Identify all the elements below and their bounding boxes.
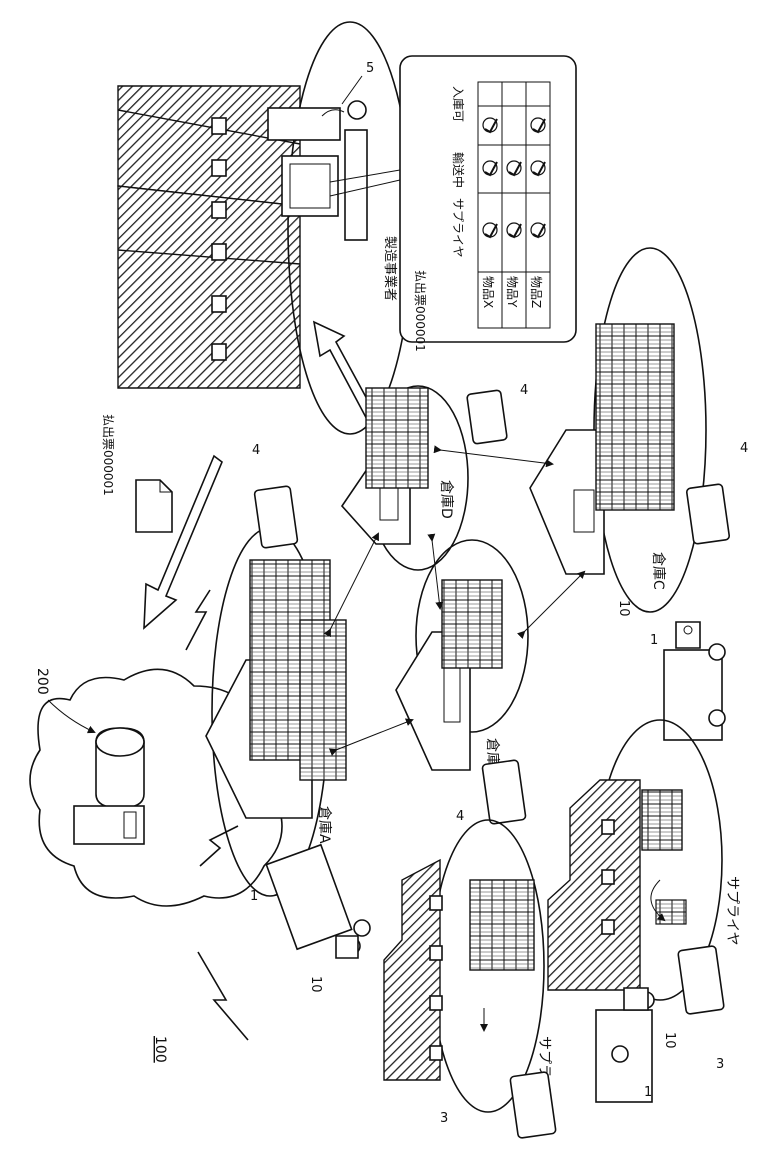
popup-slip-title: 払出票000001	[413, 270, 427, 352]
manufacturer-label: 製造事業者	[382, 236, 398, 301]
tablet-icon	[678, 946, 725, 1015]
supplier-right-tablet-ref: 3	[716, 1057, 724, 1072]
warehouse-d-tablet-ref: 4	[520, 383, 528, 398]
vehicle-bottom-ref: 1	[644, 1085, 652, 1100]
popup-header-in-transit: 輸送中	[451, 152, 466, 188]
supplier-right-label: サプライヤ	[724, 876, 740, 946]
device-right-ref: 10	[616, 600, 631, 617]
warehouse-c-tablet-ref: 4	[740, 441, 748, 456]
supplier-factory-left: サプライヤ	[384, 820, 552, 1112]
supplier-left-tablet-ref: 3	[440, 1111, 448, 1126]
popup-row-item-x: 物品X	[481, 276, 495, 308]
popup-header-receivable: 入庫可	[451, 86, 465, 122]
warehouse-c-label: 倉庫C	[650, 552, 667, 590]
warehouse-d-label: 倉庫D	[438, 480, 455, 519]
tablet-icon	[686, 484, 729, 544]
warehouse-a: 倉庫A	[206, 528, 346, 896]
popup-row-item-y: 物品Y	[505, 276, 519, 308]
wireless-link-icon	[186, 590, 210, 650]
popup-header-supplier: サプライヤ	[451, 198, 465, 258]
tablet-icon	[482, 760, 526, 824]
warehouse-b-tablet-ref: 4	[456, 809, 464, 824]
slip-document-icon	[136, 480, 172, 532]
vehicle-right-ref: 1	[650, 633, 658, 648]
tablet-icon	[254, 486, 298, 548]
warehouse-b: 倉庫B	[396, 540, 528, 776]
warehouse-a-label: 倉庫A	[316, 806, 333, 844]
delivery-vehicle-icon	[266, 845, 370, 958]
tablet-icon	[467, 390, 508, 444]
popup-row-item-z: 物品Z	[529, 276, 543, 308]
wireless-link-icon	[200, 826, 238, 866]
tablet-icon	[510, 1072, 556, 1139]
device-bottom-ref: 10	[662, 1032, 677, 1049]
cloud-ref-label: 200	[34, 668, 50, 695]
terminal-ref-label: 5	[366, 61, 374, 76]
slip-label: 払出票000001	[101, 414, 115, 496]
wireless-link-icon	[198, 952, 248, 1040]
device-left-ref: 10	[308, 976, 323, 993]
system-ref-label: 100	[152, 1036, 168, 1063]
vehicle-left-ref: 1	[250, 889, 258, 904]
warehouse-a-tablet-ref: 4	[252, 443, 260, 458]
warehouse-d: 倉庫D	[342, 386, 468, 570]
